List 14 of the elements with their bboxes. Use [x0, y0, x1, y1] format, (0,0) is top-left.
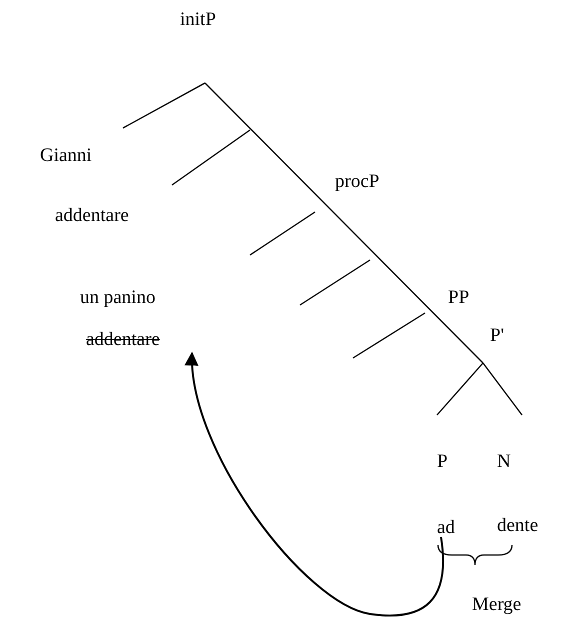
- word-label: dente: [497, 516, 538, 536]
- word-label: un panino: [80, 288, 156, 308]
- word-label: Gianni: [40, 146, 92, 166]
- node-label: N: [497, 452, 511, 472]
- node-label: P': [490, 326, 504, 346]
- node-label: PP: [448, 288, 470, 308]
- node-label: procP: [335, 172, 380, 192]
- node-label: initP: [180, 10, 216, 30]
- node-label: P: [437, 452, 448, 472]
- operation-label: Merge: [472, 595, 522, 615]
- movement-arrow: [186, 352, 444, 616]
- word-label: ad: [437, 518, 455, 538]
- word-label: addentare: [55, 206, 129, 226]
- struck-word-label: addentare: [86, 330, 196, 354]
